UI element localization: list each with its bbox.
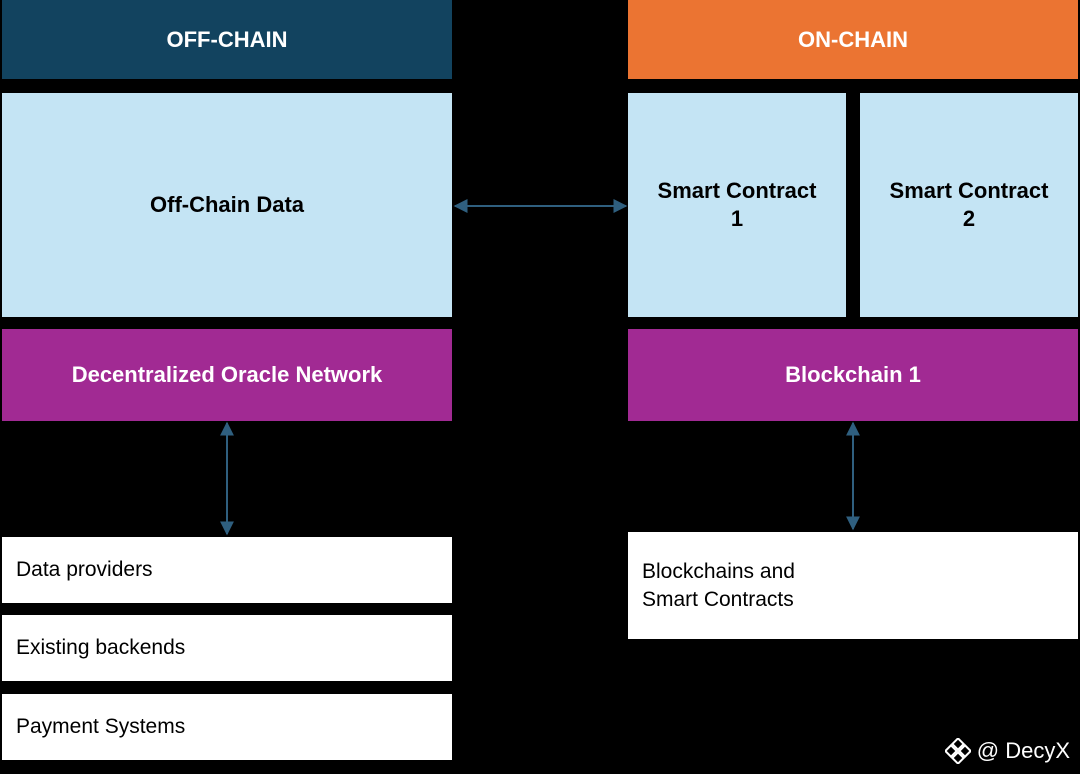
offchain-data-label: Off-Chain Data (150, 192, 304, 217)
source-label: Data providers (16, 558, 153, 581)
offchain-data-box: Off-Chain Data (2, 93, 452, 317)
source-payment-systems: Payment Systems (2, 694, 452, 760)
blockchain-label: Blockchain 1 (785, 362, 921, 387)
onchain-header-label: ON-CHAIN (798, 26, 908, 52)
source-label: Payment Systems (16, 715, 186, 738)
watermark: @ DecyX (944, 738, 1070, 764)
source-label: Existing backends (16, 636, 186, 659)
blockchain-box: Blockchain 1 (628, 329, 1078, 421)
blockchains-contracts-label: Blockchains and Smart Contracts (642, 559, 795, 611)
blockchains-contracts-box: Blockchains and Smart Contracts (628, 532, 1078, 639)
decyx-logo-icon (944, 738, 971, 764)
onchain-header: ON-CHAIN (628, 0, 1078, 79)
watermark-text: @ DecyX (976, 738, 1070, 763)
smart-contract-1-label: Smart Contract 1 (657, 178, 817, 231)
smart-contract-1-box: Smart Contract 1 (628, 93, 846, 317)
oracle-network-box: Decentralized Oracle Network (2, 329, 452, 421)
smart-contract-2-label: Smart Contract 2 (889, 178, 1049, 231)
oracle-network-label: Decentralized Oracle Network (71, 362, 383, 387)
offchain-header-label: OFF-CHAIN (166, 26, 288, 52)
smart-contract-2-box: Smart Contract 2 (860, 93, 1078, 317)
source-data-providers: Data providers (2, 537, 452, 603)
offchain-header: OFF-CHAIN (2, 0, 452, 79)
source-existing-backends: Existing backends (2, 615, 452, 681)
